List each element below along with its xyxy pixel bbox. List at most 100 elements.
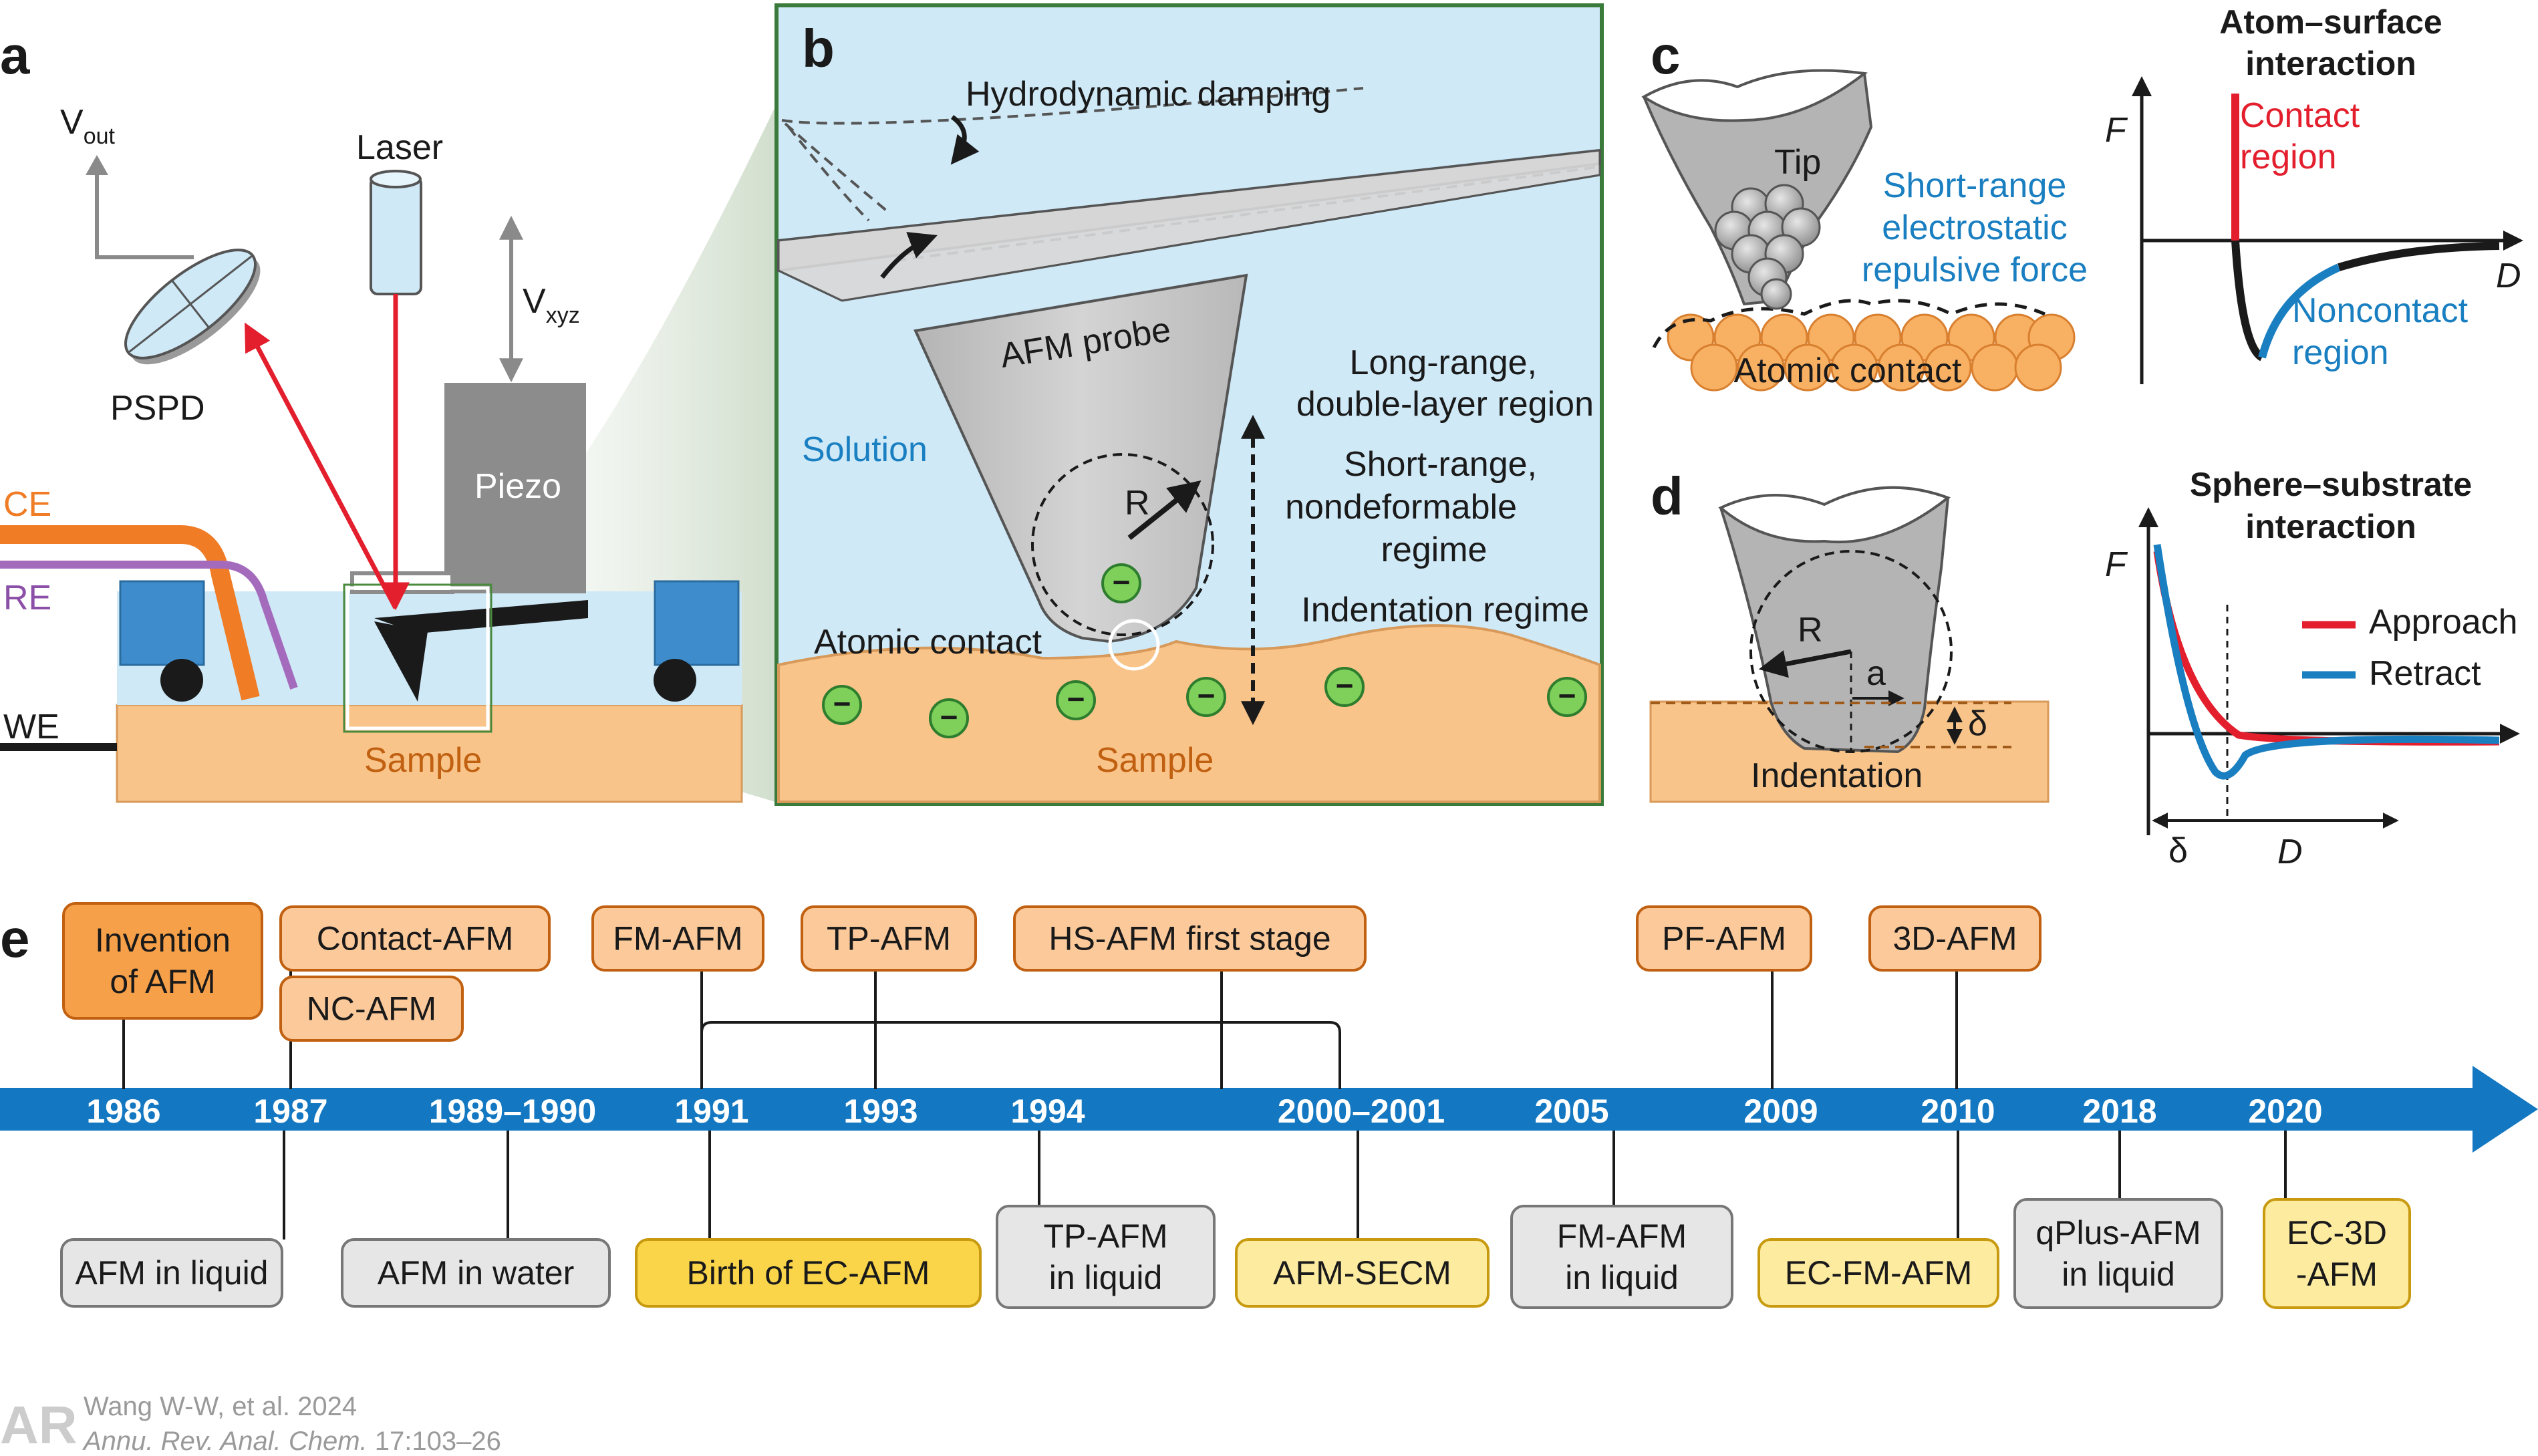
event-label: AFM in water	[378, 1254, 575, 1292]
svg-text:−: −	[940, 700, 958, 734]
event-box	[279, 976, 464, 1042]
event-label: FM-AFM	[613, 920, 742, 958]
event-box	[1636, 905, 1812, 972]
c-noncontact-curve-blue	[2258, 263, 2341, 359]
pspd	[124, 249, 261, 365]
long-range-2: double-layer region	[1296, 385, 1594, 424]
zoom-box-outline	[343, 583, 492, 733]
year-label: 1986	[86, 1093, 160, 1130]
electron-cloud-c	[1652, 299, 2046, 349]
d-axis-label: D	[2277, 833, 2303, 871]
event-box	[279, 905, 551, 972]
atomic-contact-label-b: Atomic contact	[814, 623, 1042, 662]
laser-top	[370, 170, 422, 188]
atomic-contact-label-c: Atomic contact	[1733, 351, 1962, 390]
short-range-c-1: Short-range	[1883, 166, 2067, 205]
cantilever-a	[374, 600, 588, 633]
radius-label-d: R	[1798, 611, 1823, 649]
event-box	[62, 902, 263, 1020]
svg-text:−: −	[1067, 682, 1085, 716]
event-label: in liquid	[1049, 1259, 1163, 1296]
year-label: 2010	[1921, 1093, 1995, 1130]
atomic-contact-circle	[1108, 619, 1160, 671]
panel-d: d R a δ Indentation Sphere–substrate int…	[1649, 466, 2520, 871]
year-label: 1989–1990	[429, 1093, 596, 1130]
event-label: in liquid	[1565, 1259, 1679, 1296]
noncontact-region-2: region	[2292, 333, 2389, 372]
sample-label-b: Sample	[1096, 741, 1214, 780]
retract-label: Retract	[2369, 654, 2481, 693]
short-range-c-2: electrostatic	[1882, 208, 2067, 247]
event-box	[635, 1238, 982, 1308]
event-box	[591, 905, 764, 972]
c-f-label: F	[2105, 111, 2128, 150]
vxyz-label: Vxyz	[523, 282, 580, 328]
probe-b	[913, 273, 1248, 643]
ce-electrode	[0, 525, 260, 701]
bracket-connector	[700, 1021, 1341, 1089]
event-label: TP-AFM	[827, 920, 951, 958]
year-label: 1993	[843, 1093, 918, 1130]
event-label: 3D-AFM	[1892, 920, 2017, 958]
panel-b-letter: b	[802, 19, 835, 78]
svg-text:−: −	[1558, 678, 1576, 713]
year-label: 2000–2001	[1278, 1093, 1445, 1130]
c-noncontact-curve-tail	[2338, 242, 2500, 271]
upward-arrow	[880, 232, 938, 279]
re-electrode	[0, 561, 298, 690]
year-label: 2009	[1743, 1093, 1818, 1130]
indent-regime-label: Indentation regime	[1301, 591, 1589, 629]
a-label: a	[1866, 654, 1886, 693]
c-head-1: Atom–surface	[2219, 3, 2442, 41]
vout-label: Vout	[60, 103, 116, 149]
c-d-label: D	[2496, 257, 2521, 295]
wheel-left	[160, 659, 203, 702]
zoom-box	[345, 586, 490, 730]
tip-c-top	[1641, 69, 1868, 122]
short-range-1: Short-range,	[1344, 445, 1537, 484]
panel-a: a Vout Laser Vxyz PSPD Piezo CE RE WE Sa…	[0, 25, 775, 803]
contact-region-1: Contact	[2240, 96, 2360, 135]
tip-a	[374, 621, 428, 702]
tip-atoms-c	[1714, 184, 1821, 310]
year-label: 1987	[253, 1093, 327, 1130]
approach-curve	[2153, 551, 2500, 746]
year-label: 2005	[1534, 1093, 1608, 1130]
vout-arrowhead	[86, 155, 108, 175]
year-label: 2020	[2248, 1093, 2322, 1130]
event-box	[2013, 1198, 2223, 1309]
panel-e-letter: e	[0, 909, 30, 968]
event-label: AFM in liquid	[76, 1254, 269, 1292]
delta-axis-label: δ	[2168, 831, 2188, 870]
vout-axis	[95, 167, 194, 259]
event-label: NC-AFM	[307, 990, 436, 1028]
tip-sphere	[1031, 453, 1214, 636]
event-label: -AFM	[2296, 1256, 2378, 1293]
short-range-c-3: repulsive force	[1862, 251, 2088, 289]
sample-surface-b	[777, 624, 1601, 803]
holder-left	[119, 580, 205, 666]
tip-d-top	[1718, 486, 1951, 544]
we-label: WE	[3, 708, 59, 746]
svg-text:−: −	[1113, 565, 1131, 599]
event-label: TP-AFM	[1043, 1217, 1167, 1255]
event-label: EC-3D	[2287, 1214, 2387, 1252]
solution-a	[117, 591, 742, 705]
radius-label-b: R	[1125, 484, 1150, 523]
event-box	[341, 1238, 611, 1308]
event-box	[1510, 1205, 1733, 1309]
holder-right	[654, 580, 740, 666]
credit-line-1: Wang W-W, et al. 2024	[84, 1392, 357, 1421]
event-box	[801, 905, 977, 972]
indentation-label: Indentation	[1751, 756, 1923, 795]
event-box	[1235, 1238, 1490, 1308]
short-range-2: nondeformable	[1285, 488, 1517, 527]
d-head-1: Sphere–substrate	[2190, 466, 2472, 503]
radius-arrow-b	[1127, 480, 1202, 541]
panel-a-letter: a	[0, 25, 30, 85]
c-noncontact-curve-black	[2231, 240, 2265, 361]
year-label: 2018	[2082, 1093, 2156, 1130]
